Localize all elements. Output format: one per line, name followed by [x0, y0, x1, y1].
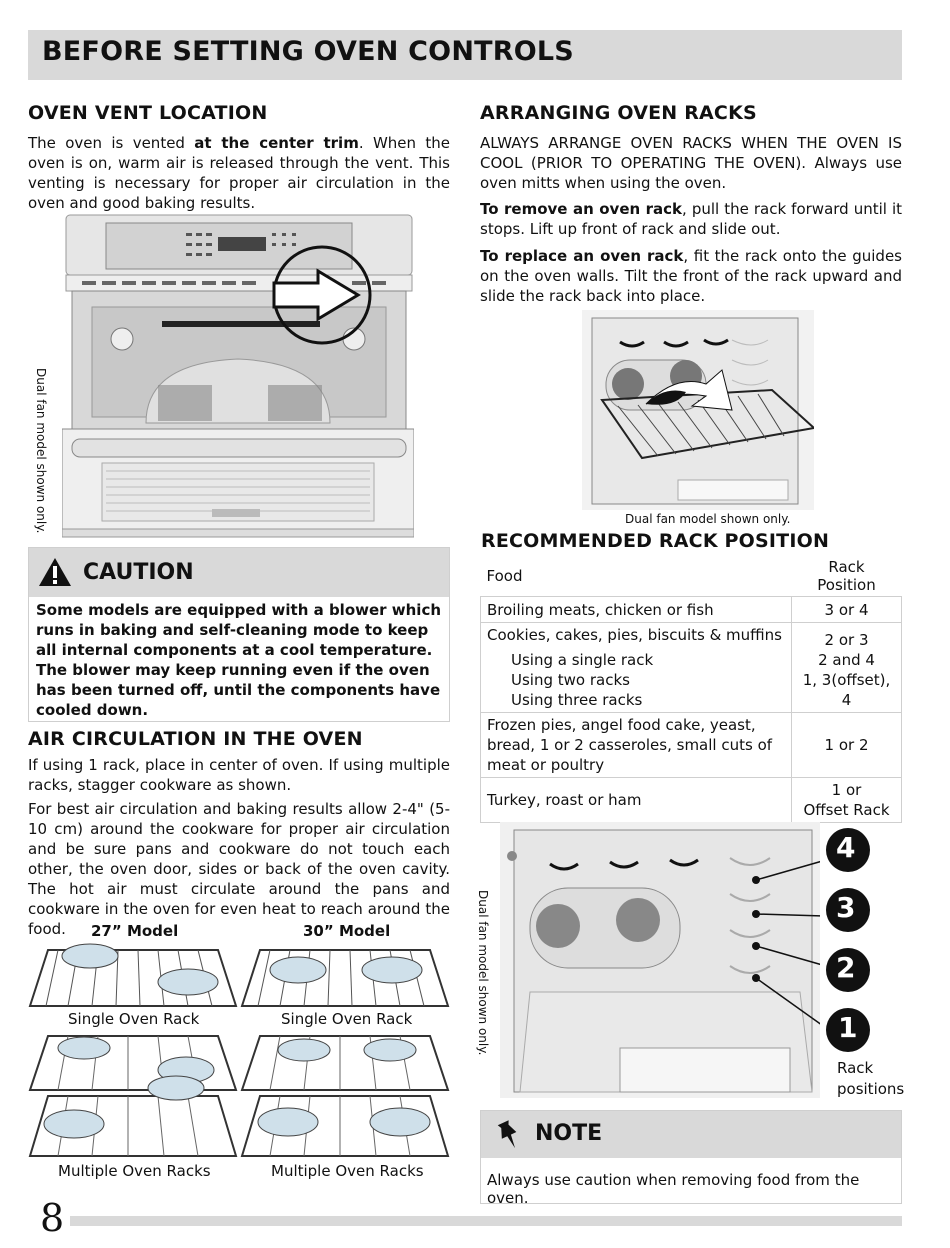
rack-27-single-label: Single Oven Rack	[68, 1010, 200, 1028]
position-cell: 3 or 4	[791, 596, 902, 623]
remove-rack-text: , pull the rack forward until it stops. …	[480, 200, 903, 238]
food-sub-3: Using three racks	[511, 691, 643, 709]
rack-30-single-label: Single Oven Rack	[281, 1010, 413, 1028]
table-row: Broiling meats, chicken or fish 3 or 4	[480, 596, 902, 623]
rack-position-2-label: 2	[836, 951, 856, 984]
rack-positions-caption: Rack positions	[837, 1058, 904, 1100]
rack-30-multiple-illustration	[240, 1035, 450, 1157]
rack-27-multiple-illustration	[28, 1035, 238, 1157]
vent-p-bold: at the center trim	[194, 134, 359, 152]
rack-removal-illustration	[582, 310, 814, 510]
position-sub-2: 2 and 4	[818, 651, 875, 669]
position-cell: 2 or 3 2 and 4 1, 3(offset), 4	[791, 622, 902, 713]
position-line-2: Offset Rack	[803, 801, 890, 819]
model-27-label: 27” Model	[91, 922, 179, 940]
rack-27-multiple-label: Multiple Oven Racks	[58, 1162, 211, 1180]
food-cell: Turkey, roast or ham	[480, 777, 792, 823]
rack-position-4-marker	[826, 828, 870, 872]
note-header: NOTE	[481, 1111, 901, 1158]
note-text: Always use caution when removing food fr…	[487, 1171, 860, 1207]
food-main: Cookies, cakes, pies, biscuits & muffins	[487, 626, 782, 644]
page-banner: BEFORE SETTING OVEN CONTROLS	[28, 30, 902, 80]
arranging-figure-note: Dual fan model shown only.	[625, 512, 791, 526]
recommended-heading: RECOMMENDED RACK POSITION	[481, 530, 830, 552]
table-row: Frozen pies, angel food cake, yeast, bre…	[480, 712, 902, 778]
col-position-header: Rack Position	[817, 558, 876, 594]
arranging-heading: ARRANGING OVEN RACKS	[480, 102, 757, 124]
rack-position-markers	[826, 828, 870, 1052]
rack-position-2-marker	[826, 948, 870, 992]
vent-p-end: . When the oven is on, warm air is relea…	[28, 134, 450, 212]
rack-position-3-marker	[826, 888, 870, 932]
replace-rack-bold: To replace an oven rack	[480, 247, 684, 265]
rack-positions-caption-a: Rack	[837, 1059, 874, 1077]
arranging-paragraph-1: ALWAYS ARRANGE OVEN RACKS WHEN THE OVEN …	[480, 134, 902, 192]
table-row: Turkey, roast or ham 1 or Offset Rack	[480, 777, 902, 823]
model-30-label: 30” Model	[303, 922, 391, 940]
replace-rack-text: , fit the rack onto the guides on the ov…	[480, 247, 902, 305]
table-row: Cookies, cakes, pies, biscuits & muffins…	[480, 622, 902, 713]
pushpin-icon	[497, 1120, 517, 1149]
rack-position-table: Food Rack Position Broiling meats, chick…	[480, 556, 902, 823]
rack-30-multiple-label: Multiple Oven Racks	[271, 1162, 424, 1180]
position-sub-1: 2 or 3	[824, 631, 869, 649]
rack-positions-illustration	[500, 822, 820, 1098]
rack-position-1-marker	[826, 1008, 870, 1052]
caution-title: CAUTION	[83, 560, 194, 585]
vent-p-start: The oven is vented	[28, 134, 195, 152]
air-heading: AIR CIRCULATION IN THE OVEN	[28, 728, 363, 750]
food-cell: Frozen pies, angel food cake, yeast, bre…	[480, 712, 792, 778]
air-paragraph-2: For best air circulation and baking resu…	[28, 800, 450, 938]
position-cell: 1 or Offset Rack	[791, 777, 902, 823]
position-cell: 1 or 2	[791, 712, 902, 778]
rack-27-single-illustration	[28, 943, 238, 1007]
air-paragraph-1: If using 1 rack, place in center of oven…	[28, 756, 450, 794]
caution-header: CAUTION	[29, 548, 449, 597]
page-title: BEFORE SETTING OVEN CONTROLS	[42, 36, 574, 67]
caution-text: Some models are equipped with a blower w…	[36, 601, 442, 719]
footer-bar	[70, 1216, 902, 1226]
col-food-header: Food	[486, 567, 523, 585]
rack-position-1-label: 1	[838, 1011, 858, 1044]
rack-position-3-label: 3	[836, 891, 856, 924]
vent-paragraph: The oven is vented at the center trim. W…	[28, 133, 450, 213]
position-line-1: 1 or	[831, 781, 862, 799]
note-title: NOTE	[535, 1121, 603, 1146]
vent-heading: OVEN VENT LOCATION	[28, 102, 268, 124]
arranging-paragraph-3: To replace an oven rack, fit the rack on…	[480, 246, 902, 306]
vent-figure-note: Dual fan model shown only.	[34, 368, 48, 534]
rack-positions-caption-b: positions	[837, 1080, 905, 1098]
rack-30-single-illustration	[240, 949, 450, 1007]
page-number: 8	[40, 1196, 65, 1240]
food-sub-1: Using a single rack	[511, 651, 654, 669]
note-box: NOTE Always use caution when removing fo…	[480, 1110, 902, 1207]
rack-position-4-label: 4	[836, 831, 856, 864]
table-header-row: Food Rack Position	[481, 556, 902, 597]
caution-box: CAUTION Some models are equipped with a …	[28, 547, 450, 722]
rack-figure-note: Dual fan model shown only.	[476, 890, 490, 1056]
oven-front-illustration	[62, 214, 414, 538]
arranging-paragraph-2: To remove an oven rack, pull the rack fo…	[480, 199, 902, 239]
remove-rack-bold: To remove an oven rack	[480, 200, 683, 218]
position-sub-3: 1, 3(offset), 4	[802, 671, 891, 709]
food-cell: Broiling meats, chicken or fish	[480, 596, 792, 623]
food-sub-2: Using two racks	[511, 671, 630, 689]
food-cell: Cookies, cakes, pies, biscuits & muffins…	[480, 622, 792, 713]
warning-triangle-icon	[39, 558, 71, 586]
